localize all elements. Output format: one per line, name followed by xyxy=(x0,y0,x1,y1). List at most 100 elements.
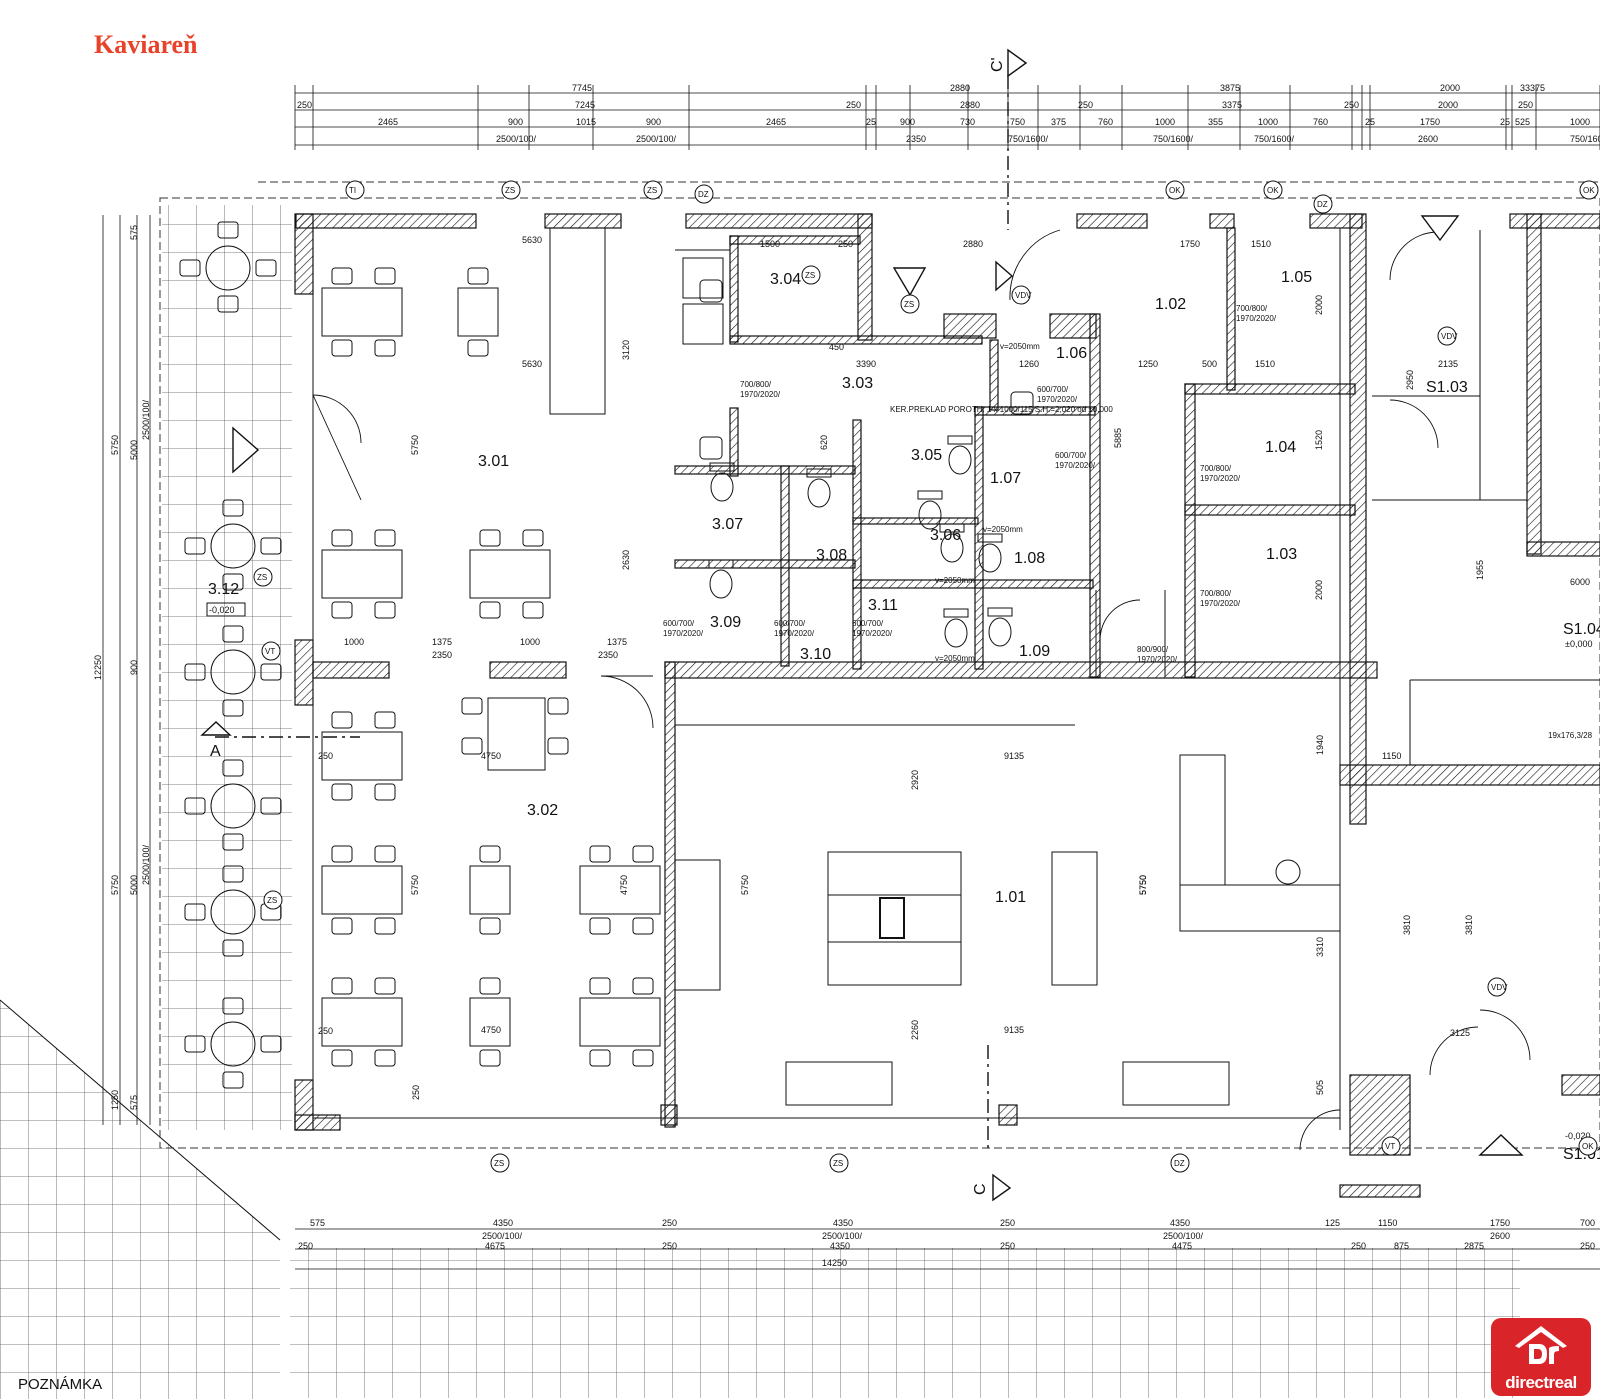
chair xyxy=(331,783,353,801)
left-dimension: 5750 xyxy=(110,875,120,895)
interior-dimension: 250 xyxy=(318,751,333,761)
table xyxy=(321,287,403,337)
height-note: v=2050mm xyxy=(1000,342,1040,351)
stair-note: 19x176,3/28 xyxy=(1548,731,1593,740)
interior-dimension: 620 xyxy=(819,435,829,450)
room-label-1-06: 1.06 xyxy=(1056,345,1087,362)
sink xyxy=(699,279,723,303)
toilet-bowl xyxy=(710,472,734,502)
table xyxy=(457,287,499,337)
top-dimension: 1000 xyxy=(1258,117,1278,127)
top-dimension: 2000 xyxy=(1440,83,1460,93)
room-label-3-06: 3.06 xyxy=(930,527,961,544)
top-dimension: 2880 xyxy=(960,100,980,110)
tag-circle xyxy=(501,180,521,200)
chair xyxy=(479,601,501,619)
round-table xyxy=(210,889,256,935)
top-dimension: 250 xyxy=(1518,100,1533,110)
site-outline xyxy=(159,181,1600,1149)
directreal-logo: directreal xyxy=(1491,1318,1591,1396)
bottom-dimension: 4350 xyxy=(493,1218,513,1228)
interior-dimension: 2260 xyxy=(910,1020,920,1040)
tag-circle xyxy=(1170,1153,1190,1173)
chair xyxy=(547,737,569,755)
chair xyxy=(222,939,244,957)
top-dimension-lines xyxy=(295,92,1600,146)
interior-dimension: 1150 xyxy=(1382,751,1401,761)
sink xyxy=(699,436,723,460)
table xyxy=(469,865,511,915)
chair xyxy=(179,259,201,277)
chair xyxy=(255,259,277,277)
height-note: v=2050mm xyxy=(935,654,975,663)
table xyxy=(321,731,403,781)
door-size-label: 1970/2020/ xyxy=(852,629,893,638)
tag-label: ZS xyxy=(494,1159,504,1168)
tag-label: VDV xyxy=(1015,291,1032,300)
tag-label: ZS xyxy=(647,186,657,195)
interior-dimension: 250 xyxy=(318,1026,333,1036)
section-markers xyxy=(200,48,1524,1202)
top-dimension: 375 xyxy=(1051,117,1066,127)
chair xyxy=(374,783,396,801)
tag-label: OK xyxy=(1582,1142,1594,1151)
opening-dimension: 750/1600/ xyxy=(1254,134,1295,144)
opening-dimension: 2350 xyxy=(906,134,926,144)
chair xyxy=(479,977,501,995)
chair xyxy=(632,845,654,863)
bottom-dimension: 1150 xyxy=(1378,1218,1397,1228)
interior-dimension: 2920 xyxy=(910,770,920,790)
chair xyxy=(222,625,244,643)
chair xyxy=(632,1049,654,1067)
interior-dimension: 5750 xyxy=(740,875,750,895)
top-dimension: 7745 xyxy=(572,83,592,93)
top-dimension: 2000 xyxy=(1438,100,1458,110)
bottom-dimension: 1750 xyxy=(1490,1218,1510,1228)
chair xyxy=(222,573,244,591)
left-dimension: 5750 xyxy=(110,435,120,455)
level-s104: ±0,000 xyxy=(1565,639,1592,649)
chair xyxy=(331,267,353,285)
door-size-label: 700/800/ xyxy=(1236,304,1268,313)
section-mark-a: A xyxy=(210,743,221,760)
bottom-dimension: 125 xyxy=(1325,1218,1340,1228)
top-dimension: 355 xyxy=(1208,117,1223,127)
top-dimension: 760 xyxy=(1313,117,1328,127)
top-dimension: 25 xyxy=(1500,117,1510,127)
top-dimension: 250 xyxy=(846,100,861,110)
bottom-dimension: 875 xyxy=(1394,1241,1409,1251)
opening-dimension: 2500/100/ xyxy=(1163,1231,1204,1241)
left-dimension: 575 xyxy=(129,1095,139,1110)
room-label-1-03: 1.03 xyxy=(1266,546,1297,563)
door-size-label: 600/700/ xyxy=(663,619,695,628)
top-dimension: 25 xyxy=(866,117,876,127)
tag-label: VT xyxy=(1385,1142,1395,1151)
top-dimension: 525 xyxy=(1515,117,1530,127)
left-dimension: 900 xyxy=(129,660,139,675)
door-size-label: 1970/2020/ xyxy=(740,390,781,399)
table xyxy=(321,865,403,915)
chair xyxy=(184,537,206,555)
door-size-label: 700/800/ xyxy=(1200,464,1232,473)
tag-label: ZS xyxy=(833,1159,843,1168)
interior-dimension: 3810 xyxy=(1402,915,1412,935)
chair xyxy=(184,903,206,921)
bottom-dimension: 575 xyxy=(310,1218,325,1228)
tag-circle xyxy=(829,1153,849,1173)
tag-label: OK xyxy=(1267,186,1279,195)
tag-circle xyxy=(1578,1136,1598,1156)
chair xyxy=(374,267,396,285)
room-label-s1-03: S1.03 xyxy=(1426,379,1468,396)
tag-circle xyxy=(1313,194,1333,214)
interior-dimension: 9135 xyxy=(1004,751,1024,761)
interior-dimension: 5750 xyxy=(410,435,420,455)
top-dimension: 2465 xyxy=(766,117,786,127)
bottom-dimension: 4350 xyxy=(1170,1218,1190,1228)
tag-circle xyxy=(1579,180,1599,200)
bottom-total-dimension: 14250 xyxy=(822,1258,847,1268)
top-dimension: 1000 xyxy=(1155,117,1175,127)
interior-dimension: 4750 xyxy=(481,751,501,761)
interior-dimension: 1000 xyxy=(520,637,540,647)
chair xyxy=(222,499,244,517)
top-dimension: 3375 xyxy=(1222,100,1242,110)
